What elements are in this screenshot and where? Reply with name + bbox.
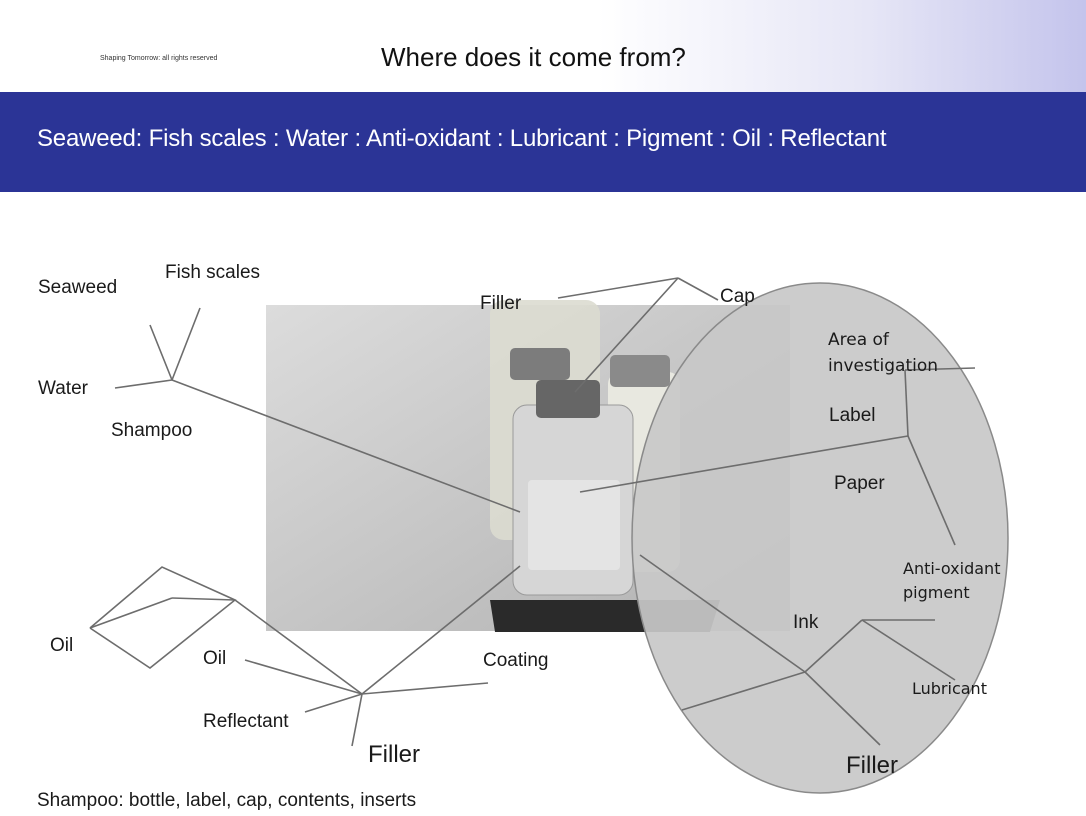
label-filler-top: Filler xyxy=(480,293,522,314)
label-anti-oxidant-line1: Anti-oxidant xyxy=(903,559,1001,578)
label-area-of-investigation-line1: Area of xyxy=(828,330,889,350)
page-title: Where does it come from? xyxy=(381,42,686,72)
label-cap: Cap xyxy=(720,286,755,307)
label-label: Label xyxy=(829,405,876,426)
ingredient-band-text: Seaweed: Fish scales : Water : Anti-oxid… xyxy=(37,125,887,152)
label-oil-mid: Oil xyxy=(203,648,227,669)
area-of-investigation-circle xyxy=(631,282,1009,794)
label-paper: Paper xyxy=(834,473,885,494)
copyright-notice: Shaping Tomorrow: all rights reserved xyxy=(100,55,218,62)
connector-lines xyxy=(89,277,976,747)
bottles-illustration xyxy=(490,300,720,632)
label-reflectant: Reflectant xyxy=(203,711,289,732)
back-bottle-cap xyxy=(610,355,670,387)
front-bottle-cap xyxy=(536,380,600,418)
label-lubricant: Lubricant xyxy=(912,679,987,698)
front-bottle-label xyxy=(528,480,620,570)
label-ink: Ink xyxy=(793,612,819,633)
label-fish-scales: Fish scales xyxy=(165,262,261,283)
label-anti-oxidant-line2: pigment xyxy=(903,583,970,602)
label-coating: Coating xyxy=(483,650,549,671)
ingredient-band xyxy=(0,92,1086,192)
label-filler-circle: Filler xyxy=(846,752,898,779)
footer-caption: Shampoo: bottle, label, cap, contents, i… xyxy=(37,790,417,811)
label-water: Water xyxy=(38,378,88,399)
label-seaweed: Seaweed xyxy=(38,277,118,298)
header-bar xyxy=(0,0,1086,92)
label-oil-left: Oil xyxy=(50,635,74,656)
label-shampoo: Shampoo xyxy=(111,420,193,441)
left-bottle-cap xyxy=(510,348,570,380)
label-filler-bottom: Filler xyxy=(368,741,420,768)
label-area-of-investigation-line2: investigation xyxy=(828,356,939,376)
